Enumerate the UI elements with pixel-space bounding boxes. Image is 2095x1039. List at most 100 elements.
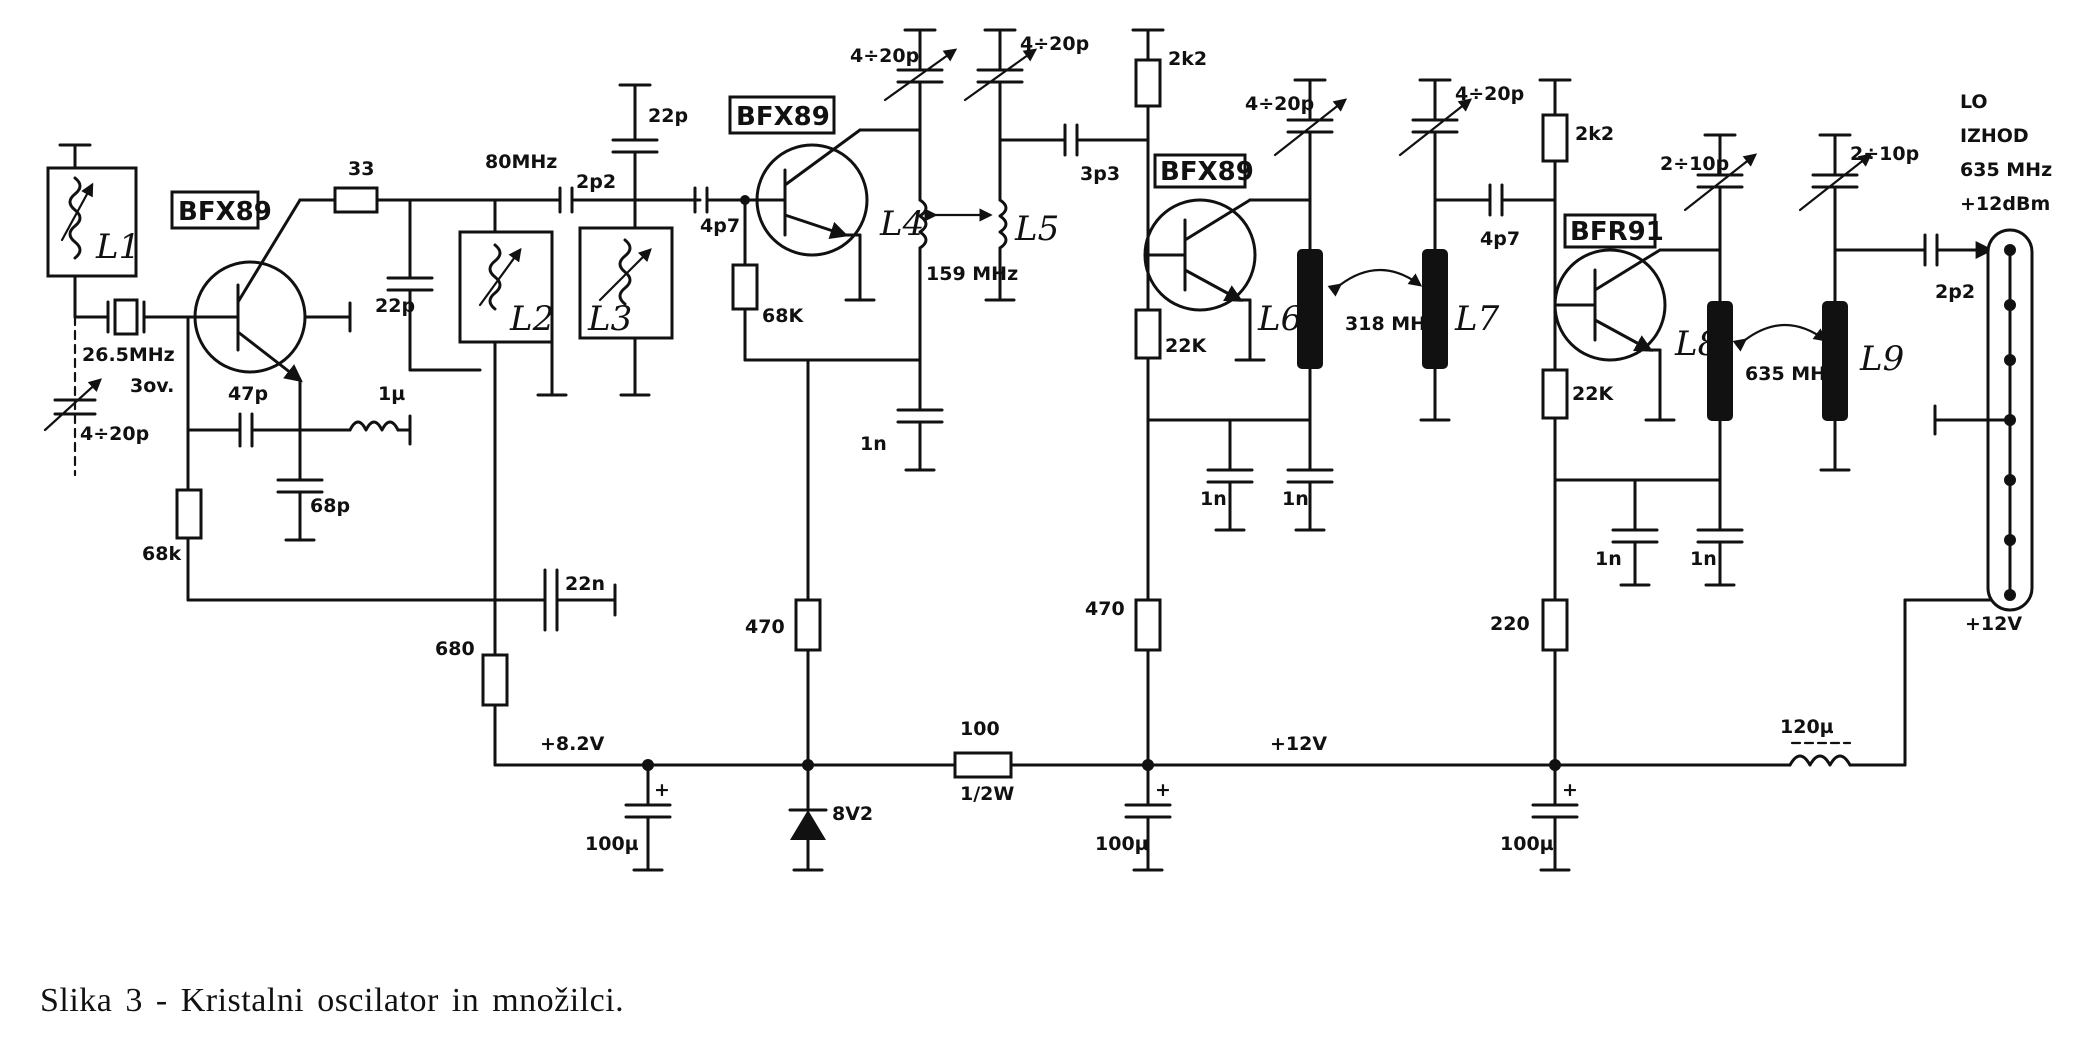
lo-output-label: IZHOD — [1960, 125, 2029, 147]
resistor-2k2a — [1134, 58, 1162, 108]
resistor-68k — [175, 488, 203, 540]
l3-label: L3 — [587, 299, 632, 339]
resistor-33 — [333, 186, 379, 214]
c47p-label: 47p — [228, 383, 268, 405]
r100-label: 100 — [960, 718, 1000, 740]
c1nb-label: 1n — [1200, 488, 1227, 510]
freq-80mhz-label: 80MHz — [485, 151, 557, 173]
svg-text:+: + — [1562, 779, 1578, 801]
r2k2a-label: 2k2 — [1168, 48, 1207, 70]
l3-shield-box — [578, 226, 674, 340]
svg-text:+: + — [654, 779, 670, 801]
resistor-68K — [731, 263, 759, 311]
resistor-680 — [481, 653, 509, 707]
trim7-label: 2÷10p — [1850, 143, 1919, 165]
l9-inductor — [1822, 301, 1848, 421]
l2-inductor — [488, 243, 502, 311]
crystal-frequency-label: 26.5MHz — [82, 344, 175, 366]
r33-label: 33 — [348, 158, 374, 180]
l7-label: L7 — [1454, 299, 1500, 339]
oscillator-stage: L1 26.5MHz 3ov. 4÷20p BFX89 33 — [43, 83, 702, 767]
l1u-label: 1µ — [378, 383, 405, 405]
r470a-label: 470 — [745, 616, 785, 638]
c4p7a-label: 4p7 — [700, 215, 740, 237]
r680-label: 680 — [435, 638, 475, 660]
r2k2b-label: 2k2 — [1575, 123, 1614, 145]
c1na-label: 1n — [860, 433, 887, 455]
q3-label: BFX89 — [1160, 157, 1254, 187]
electrolytic-cap-1: + 100µ — [585, 763, 672, 872]
overtone-label: 3ov. — [130, 375, 174, 397]
f318-label: 318 MHz — [1345, 313, 1437, 335]
c68p-label: 68p — [310, 495, 350, 517]
output-connector: LO IZHOD 635 MHz +12dBm +12V — [1933, 91, 2052, 635]
l5-inductor — [998, 198, 1008, 250]
q4-label-box — [1563, 213, 1657, 249]
figure-caption: Slika 3 - Kristalni oscilator in množilc… — [40, 982, 625, 1019]
transistor-q3 — [1143, 198, 1257, 312]
crystal — [113, 298, 139, 336]
resistor-470b — [1134, 598, 1162, 652]
q1-label-box — [170, 190, 260, 230]
v12a-label: +12V — [1270, 733, 1327, 755]
trimmer1-label: 4÷20p — [80, 423, 149, 445]
l4-label: L4 — [879, 204, 924, 244]
r22ka-label: 22K — [1165, 335, 1207, 357]
lo-freq-label: 635 MHz — [1960, 159, 2052, 181]
v12b-label: +12V — [1965, 613, 2022, 635]
c2p2b-label: 2p2 — [1935, 281, 1975, 303]
c4p7b-label: 4p7 — [1480, 228, 1520, 250]
f159-label: 159 MHz — [926, 263, 1018, 285]
resistor-2k2b — [1541, 113, 1569, 163]
c22pa-label: 22p — [375, 295, 415, 317]
resistor-220 — [1541, 598, 1569, 652]
l3-inductor — [618, 238, 632, 306]
c1nd-label: 1n — [1595, 548, 1622, 570]
l7-inductor — [1422, 249, 1448, 369]
c100b-label: 100µ — [1095, 833, 1149, 855]
zener-diode: 8V2 — [788, 763, 873, 872]
c100c-label: 100µ — [1500, 833, 1554, 855]
c22pb-label: 22p — [648, 105, 688, 127]
l9-label: L9 — [1859, 339, 1904, 379]
svg-text:+: + — [1155, 779, 1171, 801]
c1ne-label: 1n — [1690, 548, 1717, 570]
choke-120u — [1788, 754, 1852, 767]
transistor-q2 — [755, 143, 869, 257]
trim5-label: 4÷20p — [1455, 83, 1524, 105]
supply-rail: 100 1/2W +12V 120µ + 100µ 8V2 — [493, 598, 2012, 872]
l1-inductor — [68, 176, 82, 260]
r220-label: 220 — [1490, 613, 1530, 635]
c3p3-label: 3p3 — [1080, 163, 1120, 185]
r68k-label: 68k — [142, 543, 181, 565]
doubler-stage-318: 2k2 BFX89 22K 1n 470 4÷20p L6 — [1085, 28, 1557, 767]
electrolytic-cap-3: + 100µ — [1500, 763, 1579, 872]
resistor-100 — [953, 751, 1013, 779]
c22n-label: 22n — [565, 573, 605, 595]
zener-label: 8V2 — [832, 803, 873, 825]
doubler-stage-159: 4p7 BFX89 68K 470 4÷20p L4 — [693, 28, 1150, 767]
trim6-label: 2÷10p — [1660, 153, 1729, 175]
q2-label-box — [728, 95, 836, 135]
c100a-label: 100µ — [585, 833, 639, 855]
doubler-stage-635: 2k2 BFR91 22K 1n 220 2÷10p L8 — [1490, 78, 1994, 767]
r470b-label: 470 — [1085, 598, 1125, 620]
trim4-label: 4÷20p — [1245, 93, 1314, 115]
trim3-label: 4÷20p — [1020, 33, 1089, 55]
r68K-label: 68K — [762, 305, 804, 327]
f635-label: 635 MHz — [1745, 363, 1837, 385]
electrolytic-cap-2: + 100µ — [1095, 763, 1172, 872]
l5-label: L5 — [1014, 209, 1059, 249]
resistor-22ka — [1134, 308, 1162, 360]
l2-shield-box — [458, 230, 554, 344]
lo-title-label: LO — [1960, 91, 1988, 113]
resistor-22kb — [1541, 368, 1569, 420]
l1-label: L1 — [95, 227, 140, 267]
q3-label-box — [1153, 153, 1247, 189]
resistor-470a — [794, 598, 822, 652]
q4-label: BFR91 — [1570, 217, 1664, 247]
c1nc-label: 1n — [1282, 488, 1309, 510]
l2-label: L2 — [509, 299, 554, 339]
l8-label: L8 — [1674, 324, 1719, 364]
